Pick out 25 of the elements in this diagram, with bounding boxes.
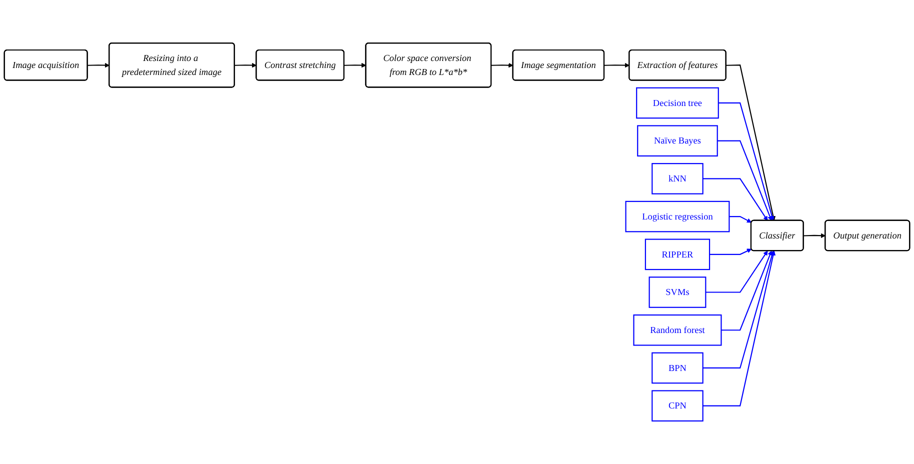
node-box: RIPPER — [644, 238, 710, 270]
arrow — [706, 250, 768, 293]
arrow — [717, 140, 772, 221]
arrow — [604, 62, 630, 68]
node-box: SVMs — [648, 276, 706, 308]
arrow — [234, 62, 257, 68]
arrow — [726, 64, 776, 221]
arrow — [702, 250, 774, 369]
node-box: BPN — [652, 352, 704, 384]
arrow — [804, 233, 826, 238]
node-box: CPN — [652, 390, 704, 422]
arrow — [491, 62, 514, 68]
node-box: Decision tree — [636, 87, 719, 119]
node-box: Naïve Bayes — [637, 125, 718, 156]
arrow — [718, 102, 774, 221]
arrow — [88, 62, 110, 68]
node-box: Random forest — [633, 314, 722, 346]
arrow — [710, 248, 752, 255]
arrow — [721, 250, 772, 331]
arrow — [729, 216, 752, 223]
node-box: Logistic regression — [625, 200, 730, 232]
node-box: kNN — [652, 163, 704, 194]
arrow — [702, 178, 768, 221]
arrow — [702, 250, 776, 406]
arrow — [344, 62, 366, 68]
